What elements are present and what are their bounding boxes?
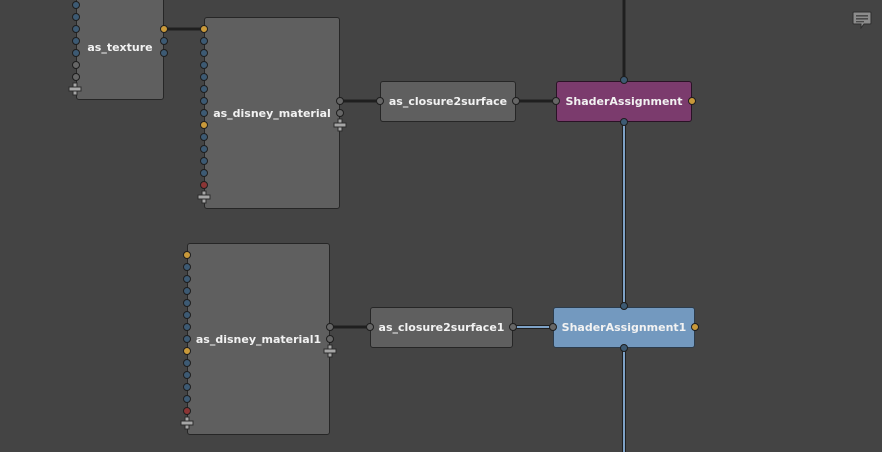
- node-shader-assignment1[interactable]: ShaderAssignment1: [553, 307, 695, 348]
- input-port[interactable]: [200, 37, 208, 45]
- input-port[interactable]: [200, 97, 208, 105]
- output-port[interactable]: [160, 37, 168, 45]
- node-label: as_disney_material1: [195, 332, 322, 346]
- input-port[interactable]: [200, 169, 208, 177]
- input-port[interactable]: [200, 109, 208, 117]
- input-port[interactable]: [200, 49, 208, 57]
- input-port[interactable]: [183, 299, 191, 307]
- node-as-closure2surface1[interactable]: as_closure2surface1: [370, 307, 513, 348]
- input-port[interactable]: [200, 157, 208, 165]
- input-port[interactable]: [200, 85, 208, 93]
- output-port[interactable]: [509, 323, 517, 331]
- input-port[interactable]: [200, 25, 208, 33]
- input-port[interactable]: [620, 302, 628, 310]
- input-port[interactable]: [200, 145, 208, 153]
- node-label: as_closure2surface: [388, 95, 508, 108]
- plus-icon[interactable]: [180, 416, 194, 430]
- input-port[interactable]: [200, 133, 208, 141]
- node-shader-assignment[interactable]: ShaderAssignment: [556, 81, 692, 122]
- input-port[interactable]: [72, 73, 80, 81]
- input-port[interactable]: [183, 371, 191, 379]
- output-port[interactable]: [336, 109, 344, 117]
- input-port[interactable]: [620, 76, 628, 84]
- input-port[interactable]: [183, 323, 191, 331]
- output-port[interactable]: [512, 97, 520, 105]
- input-port[interactable]: [200, 181, 208, 189]
- output-port[interactable]: [326, 335, 334, 343]
- input-port[interactable]: [183, 383, 191, 391]
- input-port[interactable]: [183, 359, 191, 367]
- input-port[interactable]: [366, 323, 374, 331]
- input-port[interactable]: [549, 323, 557, 331]
- plus-icon[interactable]: [197, 190, 211, 204]
- input-port[interactable]: [183, 275, 191, 283]
- node-label: as_disney_material: [213, 106, 331, 120]
- input-port[interactable]: [183, 287, 191, 295]
- input-port[interactable]: [72, 49, 80, 57]
- input-port[interactable]: [552, 97, 560, 105]
- node-label: ShaderAssignment: [565, 95, 683, 108]
- input-port[interactable]: [183, 407, 191, 415]
- input-port[interactable]: [183, 395, 191, 403]
- plus-icon[interactable]: [68, 82, 82, 96]
- output-port[interactable]: [336, 97, 344, 105]
- input-port[interactable]: [200, 121, 208, 129]
- output-port[interactable]: [620, 118, 628, 126]
- input-port[interactable]: [200, 73, 208, 81]
- plus-icon[interactable]: [333, 118, 347, 132]
- input-port[interactable]: [72, 61, 80, 69]
- node-as-texture[interactable]: as_texture: [76, 0, 164, 100]
- node-as-disney-material[interactable]: as_disney_material: [204, 17, 340, 209]
- node-as-disney-material1[interactable]: as_disney_material1: [187, 243, 330, 435]
- node-as-closure2surface[interactable]: as_closure2surface: [380, 81, 516, 122]
- node-label: as_closure2surface1: [378, 321, 505, 334]
- output-port[interactable]: [160, 25, 168, 33]
- input-port[interactable]: [72, 37, 80, 45]
- input-port[interactable]: [183, 335, 191, 343]
- input-port[interactable]: [376, 97, 384, 105]
- speech-bubble-icon[interactable]: [852, 11, 872, 29]
- output-port[interactable]: [691, 323, 699, 331]
- input-port[interactable]: [72, 1, 80, 9]
- plus-icon[interactable]: [323, 344, 337, 358]
- output-port[interactable]: [326, 323, 334, 331]
- output-port[interactable]: [688, 97, 696, 105]
- node-label: ShaderAssignment1: [561, 321, 687, 334]
- output-port[interactable]: [620, 344, 628, 352]
- input-port[interactable]: [72, 13, 80, 21]
- input-port[interactable]: [183, 263, 191, 271]
- node-label: as_texture: [87, 40, 153, 54]
- input-port[interactable]: [72, 25, 80, 33]
- input-port[interactable]: [183, 347, 191, 355]
- input-port[interactable]: [200, 61, 208, 69]
- input-port[interactable]: [183, 311, 191, 319]
- output-port[interactable]: [160, 49, 168, 57]
- input-port[interactable]: [183, 251, 191, 259]
